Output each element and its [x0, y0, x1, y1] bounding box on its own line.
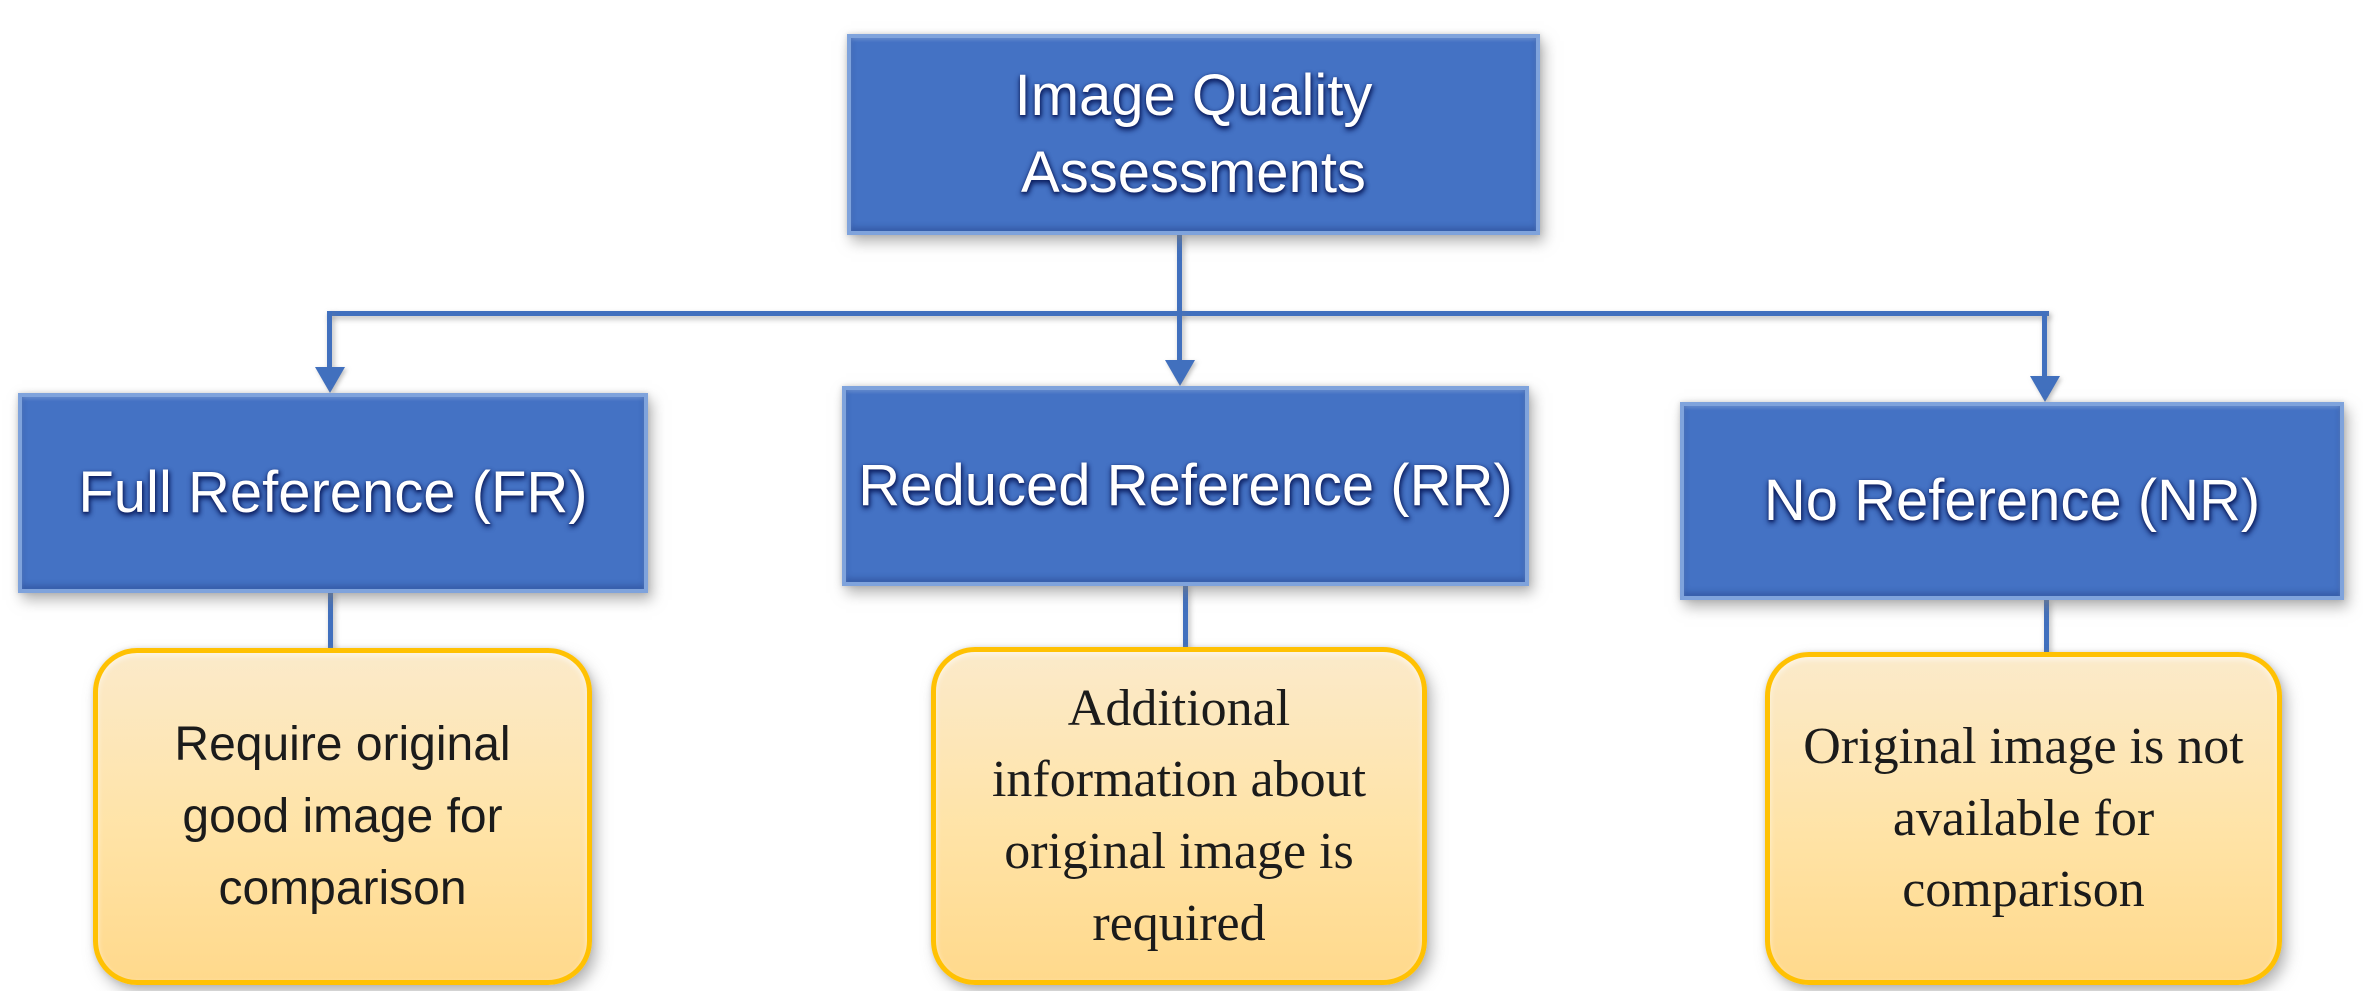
- leaf-full-reference-description: Require original good image for comparis…: [93, 648, 592, 985]
- node-image-quality-assessments: Image Quality Assessments: [847, 34, 1540, 235]
- connector-drop-reduced-reference: [1177, 311, 1182, 360]
- leaf-no-reference-description: Original image is not available for comp…: [1765, 652, 2282, 985]
- node-label: Image Quality Assessments: [1014, 62, 1373, 205]
- node-label: Reduced Reference (RR): [858, 452, 1513, 518]
- node-label: Full Reference (FR): [78, 459, 588, 525]
- arrowhead-down-icon: [315, 367, 345, 393]
- leaf-text: Original image is not available for comp…: [1803, 717, 2244, 919]
- connector-horizontal-bar-line: [327, 311, 2049, 316]
- connector-drop-full-reference: [327, 311, 332, 367]
- connector-root-stem-line: [1177, 233, 1182, 313]
- arrowhead-down-icon: [2030, 376, 2060, 402]
- arrowhead-down-icon: [1165, 360, 1195, 386]
- connector-leaf-no-reference: [2044, 598, 2049, 656]
- connector-leaf-full-reference: [328, 590, 333, 650]
- connector-leaf-reduced-reference: [1183, 583, 1188, 649]
- leaf-text: Require original good image for comparis…: [174, 717, 511, 915]
- node-reduced-reference: Reduced Reference (RR): [842, 386, 1529, 586]
- leaf-text: Additional information about original im…: [991, 679, 1367, 952]
- node-full-reference: Full Reference (FR): [18, 393, 648, 593]
- node-no-reference: No Reference (NR): [1680, 402, 2344, 600]
- node-label: No Reference (NR): [1763, 467, 2261, 533]
- connector-drop-no-reference: [2042, 311, 2047, 376]
- leaf-reduced-reference-description: Additional information about original im…: [931, 647, 1427, 985]
